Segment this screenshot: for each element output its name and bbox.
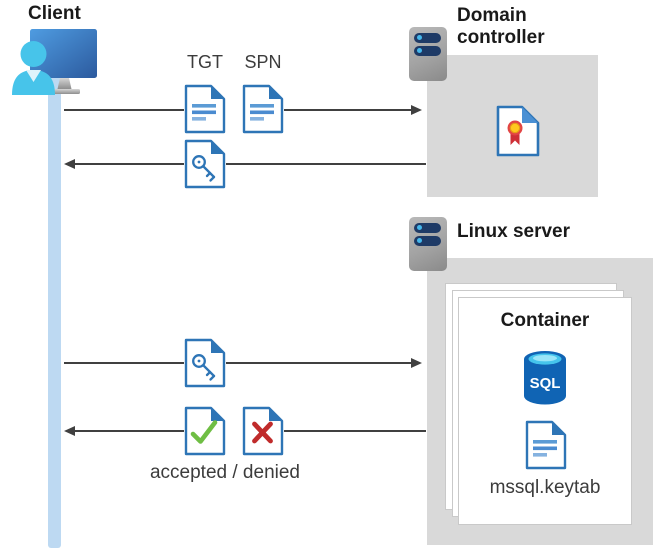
- arrow-send-ticket-line: [64, 362, 184, 364]
- client-lifeline: [48, 74, 61, 548]
- arrow-right-icon: [411, 357, 422, 368]
- arrow-right-icon: [411, 104, 422, 115]
- spn-document-icon: [242, 84, 284, 134]
- tgt-label: TGT: [187, 52, 223, 72]
- arrow-request-tgt-line2: [284, 109, 412, 111]
- tgt-document-icon: [184, 84, 226, 134]
- spn-label: SPN: [244, 52, 282, 72]
- domain-controller-label: Domain controller: [457, 5, 545, 48]
- arrow-ticket-return-line: [75, 163, 184, 165]
- certificate-document-icon: [496, 105, 540, 157]
- keytab-document-icon: [525, 420, 567, 470]
- client-icon: [12, 29, 97, 95]
- cross-document-icon: [242, 406, 284, 456]
- container-label: Container: [500, 310, 590, 331]
- arrow-result-line: [75, 430, 184, 432]
- check-document-icon: [184, 406, 226, 456]
- linux-server-icon: [409, 217, 447, 271]
- arrow-ticket-return-line2: [226, 163, 426, 165]
- sql-database-icon: SQL: [524, 351, 566, 405]
- arrow-request-tgt-line: [64, 109, 184, 111]
- accepted-denied-label: accepted / denied: [149, 462, 300, 483]
- arrow-result-line2: [284, 430, 426, 432]
- domain-server-icon: [409, 27, 447, 81]
- arrow-left-icon: [64, 158, 75, 169]
- arrow-send-ticket-line2: [226, 362, 412, 364]
- linux-server-label: Linux server: [457, 221, 570, 242]
- key-document-icon: [184, 338, 226, 388]
- keytab-label: mssql.keytab: [489, 477, 601, 498]
- arrow-left-icon: [64, 425, 75, 436]
- container-page-front: [458, 297, 632, 525]
- key-document-icon: [184, 139, 226, 189]
- sql-label: SQL: [530, 375, 561, 392]
- client-label: Client: [28, 3, 81, 24]
